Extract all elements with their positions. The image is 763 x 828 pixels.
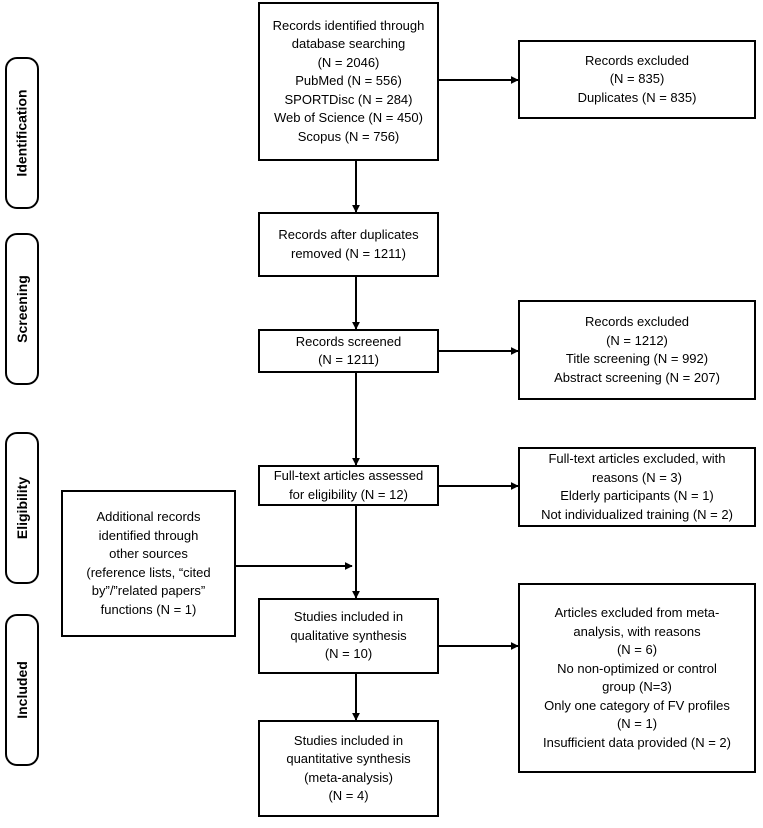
records-identified-line: PubMed (N = 556)	[295, 73, 402, 89]
meta-excluded-line: analysis, with reasons	[573, 623, 701, 639]
stage-label-screening-text: Screening	[14, 275, 31, 343]
records-identified-line: (N = 2046)	[317, 54, 380, 70]
after-duplicates-line: removed (N = 1211)	[290, 245, 406, 261]
meta-excluded-box: Articles excluded from meta- analysis, w…	[518, 583, 756, 773]
additional-records-line: functions (N = 1)	[100, 601, 197, 617]
meta-excluded-line: Insufficient data provided (N = 2)	[542, 734, 731, 750]
meta-excluded-line: (N = 1)	[616, 716, 658, 731]
fulltext-assessed-line: Full-text articles assessed	[273, 468, 424, 483]
fulltext-excluded-line: reasons (N = 3)	[592, 469, 682, 485]
stage-label-identification-text: Identification	[14, 89, 30, 177]
additional-records-line: by”/”related papers”	[91, 583, 206, 598]
fulltext-assessed-box: Full-text articles assessed for eligibil…	[258, 465, 439, 506]
qualitative-synthesis-line: Studies included in	[293, 609, 404, 625]
meta-excluded-line: group (N=3)	[602, 679, 672, 694]
meta-excluded-line: Articles excluded from meta-	[554, 605, 720, 620]
quantitative-synthesis-line: (meta-analysis)	[304, 769, 393, 785]
additional-records-line: (reference lists, “cited	[86, 564, 211, 580]
records-identified-line: Records identified through	[272, 17, 425, 33]
fulltext-assessed-line: for eligibility (N = 12)	[289, 486, 408, 502]
records-screened-line: Records screened	[295, 333, 402, 349]
fulltext-excluded-line: Not individualized training (N = 2)	[541, 506, 733, 522]
records-screened-box: Records screened (N = 1211)	[258, 329, 439, 373]
fulltext-excluded-box: Full-text articles excluded, with reason…	[518, 447, 756, 527]
meta-excluded-line: (N = 6)	[616, 642, 658, 657]
fulltext-excluded-line: Elderly participants (N = 1)	[560, 488, 714, 503]
qualitative-synthesis-box: Studies included in qualitative synthesi…	[258, 598, 439, 674]
additional-records-line: identified through	[98, 527, 199, 543]
quantitative-synthesis-line: Studies included in	[293, 732, 404, 748]
records-screened-line: (N = 1211)	[318, 352, 379, 367]
records-after-duplicates-box: Records after duplicates removed (N = 12…	[258, 212, 439, 277]
duplicates-excluded-line: Records excluded	[584, 52, 690, 68]
after-duplicates-line: Records after duplicates	[278, 227, 419, 242]
stage-label-eligibility-text: Eligibility	[14, 476, 31, 540]
records-identified-line: Scopus (N = 756)	[297, 128, 400, 144]
records-identified-line: database searching	[291, 36, 406, 52]
additional-records-line: Additional records	[96, 509, 201, 524]
additional-records-box: Additional records identified through ot…	[61, 490, 236, 637]
stage-label-included-text: Included	[14, 661, 30, 719]
qualitative-synthesis-line: (N = 10)	[324, 646, 373, 662]
fulltext-excluded-line: Full-text articles excluded, with	[548, 451, 726, 466]
stage-label-identification: Identification	[5, 57, 39, 209]
duplicates-excluded-box: Records excluded (N = 835) Duplicates (N…	[518, 40, 756, 119]
stage-label-eligibility: Eligibility	[5, 432, 39, 584]
screen-excluded-line: (N = 1212)	[606, 332, 668, 348]
records-identified-line: Web of Science (N = 450)	[274, 110, 423, 126]
screen-excluded-box: Records excluded (N = 1212) Title screen…	[518, 300, 756, 400]
meta-excluded-line: No non-optimized or control	[557, 660, 717, 676]
quantitative-synthesis-line: quantitative synthesis	[286, 751, 411, 766]
screen-excluded-line: Title screening (N = 992)	[565, 351, 709, 366]
records-identified-box: Records identified through database sear…	[258, 2, 439, 161]
quantitative-synthesis-line: (N = 4)	[328, 788, 369, 803]
screen-excluded-line: Abstract screening (N = 207)	[554, 369, 720, 385]
quantitative-synthesis-box: Studies included in quantitative synthes…	[258, 720, 439, 817]
meta-excluded-line: Only one category of FV profiles	[544, 697, 730, 713]
additional-records-line: other sources	[109, 546, 188, 561]
screen-excluded-line: Records excluded	[584, 314, 690, 329]
duplicates-excluded-line: Duplicates (N = 835)	[577, 89, 697, 105]
duplicates-excluded-line: (N = 835)	[609, 71, 665, 87]
stage-label-screening: Screening	[5, 233, 39, 385]
records-identified-line: SPORTDisc (N = 284)	[284, 91, 413, 107]
stage-label-included: Included	[5, 614, 39, 766]
qualitative-synthesis-line: qualitative synthesis	[290, 627, 407, 643]
